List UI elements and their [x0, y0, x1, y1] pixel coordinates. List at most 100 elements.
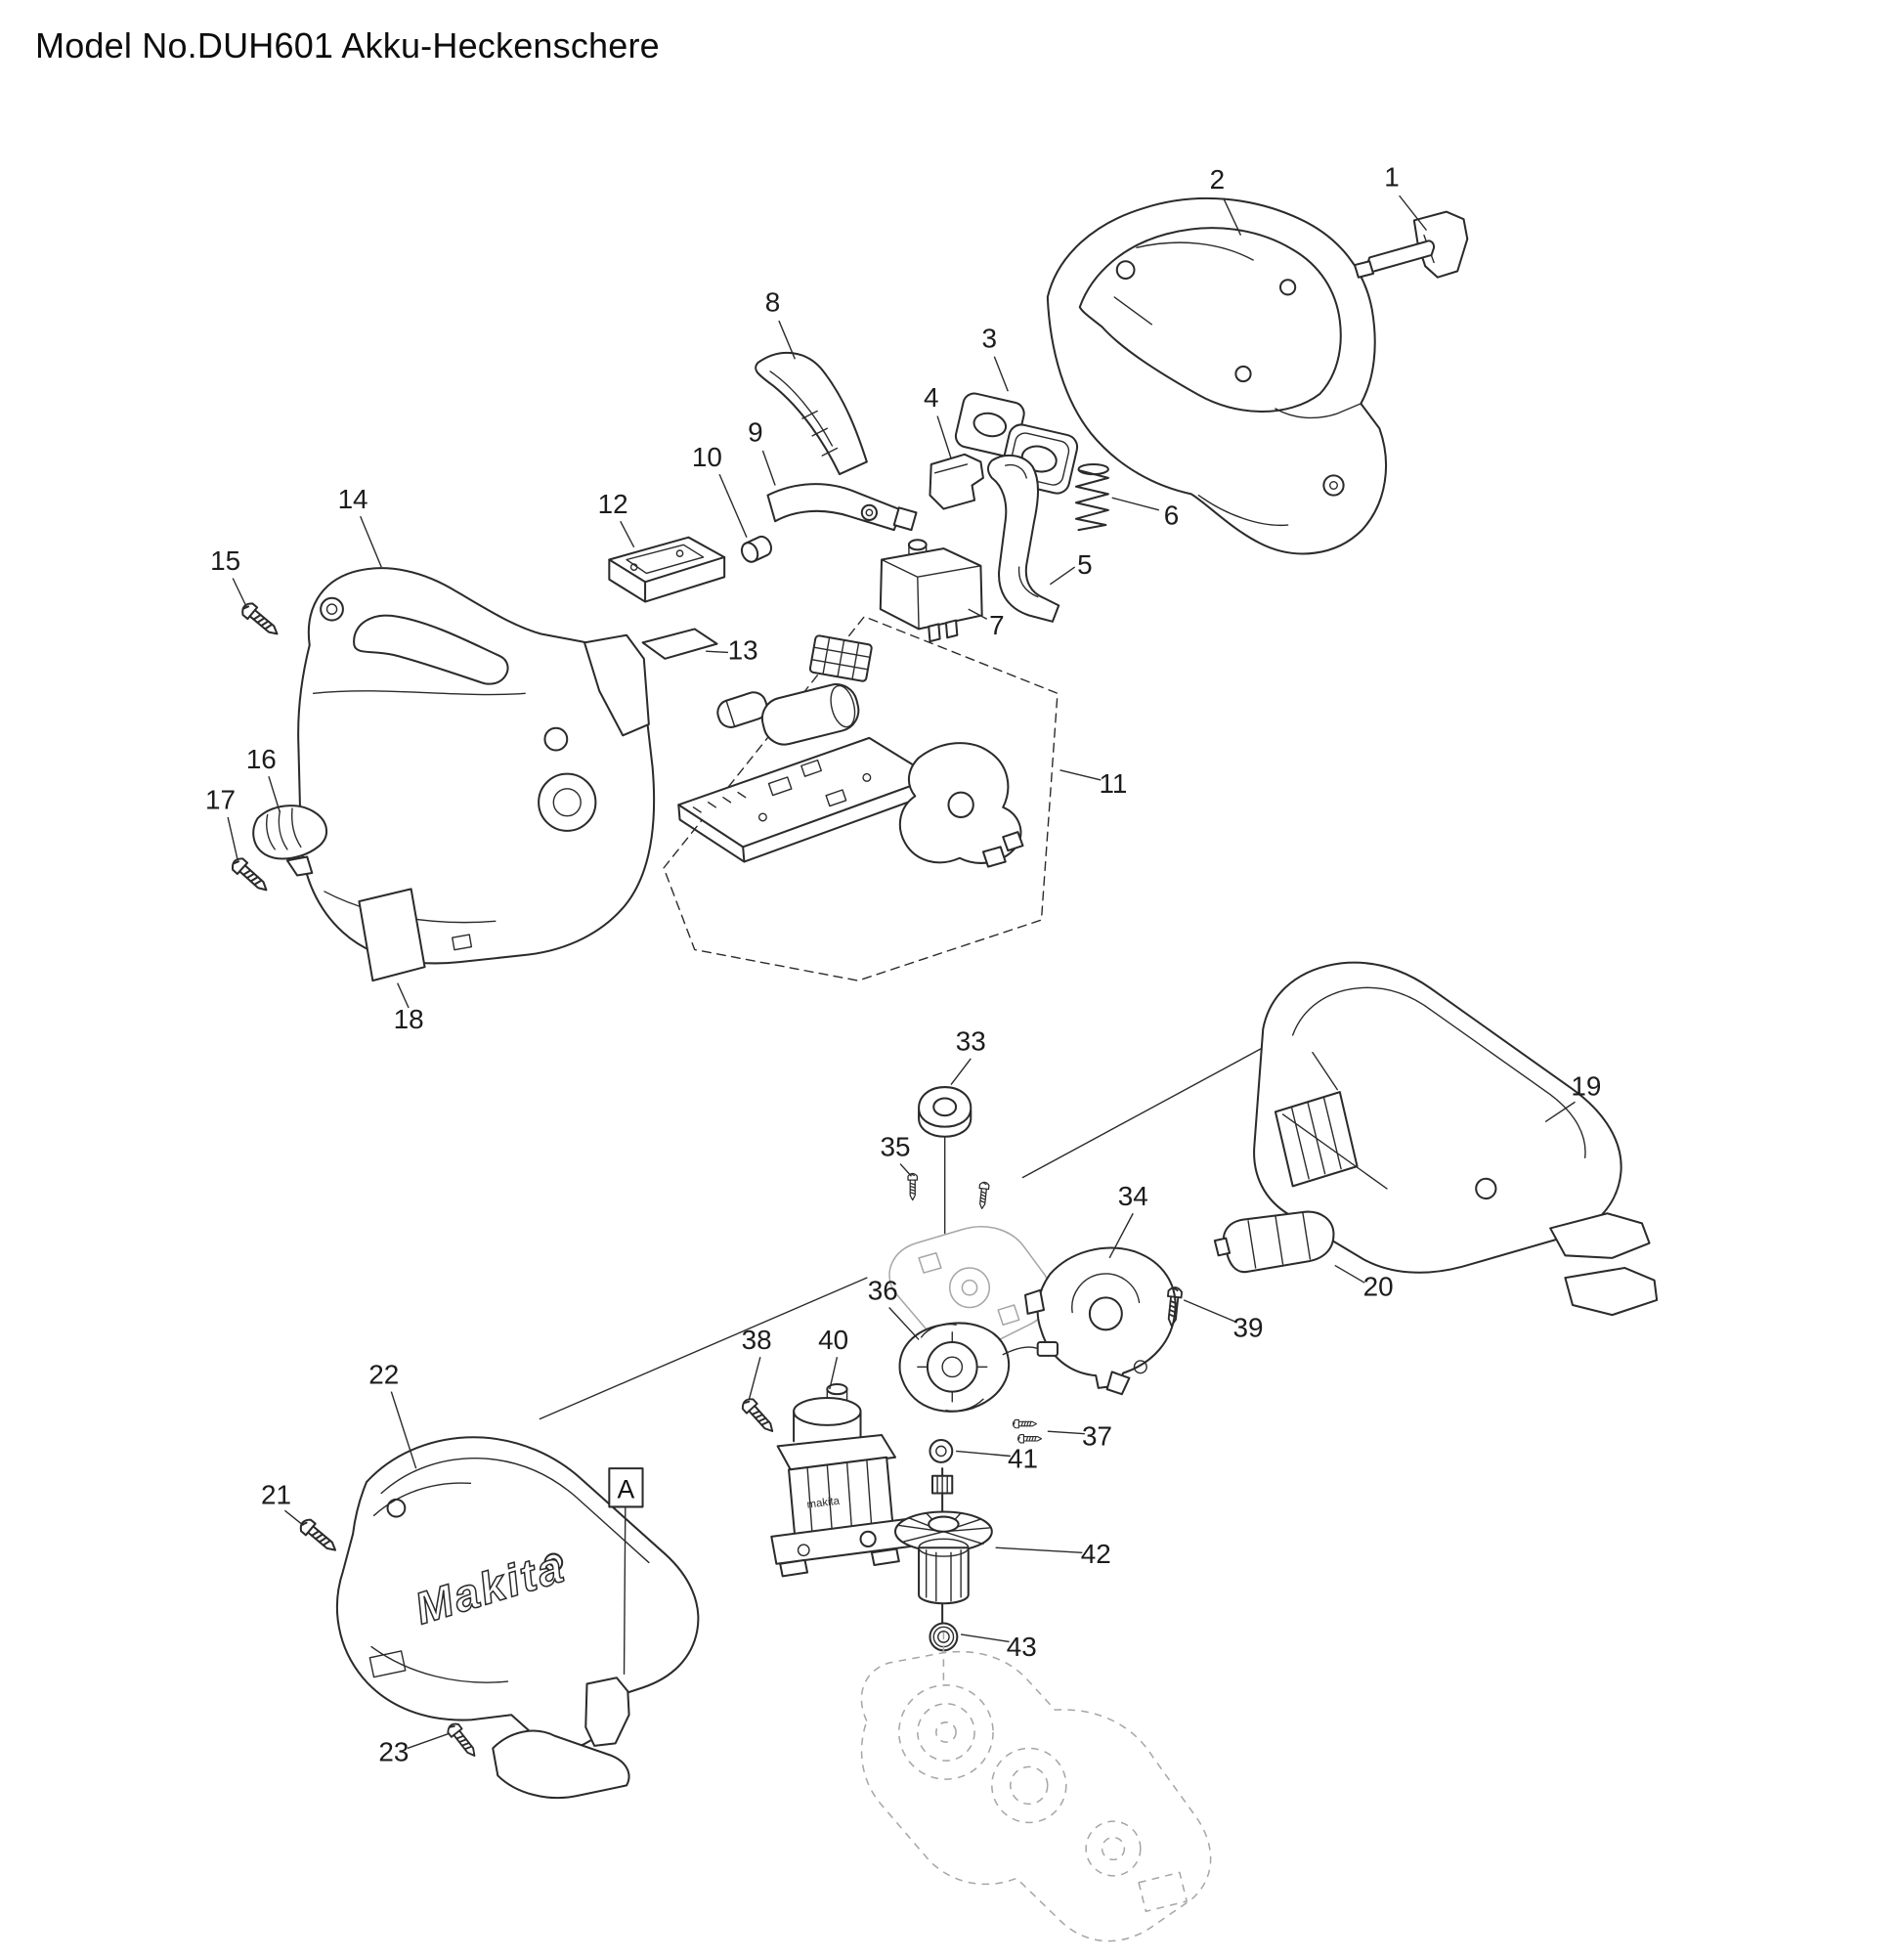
- leader-line-39: [1183, 1299, 1237, 1324]
- part-18-label: [358, 888, 426, 982]
- part-3-buttons: [954, 392, 1079, 495]
- leader-line-3: [993, 356, 1009, 392]
- part-35-screws: [907, 1172, 990, 1210]
- part-label-12: 12: [598, 489, 628, 519]
- part-label-13: 13: [728, 634, 758, 665]
- part-40-motor-bracket: makita: [770, 1383, 912, 1578]
- leader-line-15: [232, 578, 247, 607]
- part-label-36: 36: [868, 1275, 898, 1305]
- part-38-screw: [739, 1395, 779, 1437]
- part-12-plate: [608, 536, 726, 603]
- part-5-trigger: [986, 454, 1060, 623]
- part-label-17: 17: [205, 785, 236, 815]
- leader-line-19: [1544, 1101, 1576, 1123]
- leader-line-16: [268, 775, 281, 813]
- leader-line-2: [1223, 197, 1242, 236]
- part-11-controller-assembly: [663, 616, 1059, 981]
- leader-line-5: [1049, 566, 1076, 586]
- leader-line-13: [706, 650, 728, 654]
- page-title: Model No.DUH601 Akku-Heckenschere: [35, 25, 660, 65]
- part-label-7: 7: [989, 610, 1005, 640]
- part-label-34: 34: [1118, 1181, 1148, 1211]
- leader-line-23: [407, 1732, 451, 1750]
- gear-assembly-phantom: [860, 1632, 1212, 1942]
- leader-line-40: [829, 1357, 839, 1390]
- part-label-8: 8: [765, 287, 781, 318]
- part-label-41: 41: [1008, 1444, 1038, 1474]
- part-label-38: 38: [742, 1325, 772, 1355]
- part-14-housing-half: [297, 567, 656, 965]
- part-label-18: 18: [394, 1004, 424, 1034]
- part-10-pin: [740, 535, 772, 563]
- part-22-gear-cover: Makita: [336, 1436, 700, 1800]
- leader-line-35: [899, 1163, 912, 1177]
- leader-line-14: [360, 515, 382, 568]
- part-label-14: 14: [338, 484, 368, 514]
- detail-marker-a-letter: A: [618, 1475, 635, 1504]
- part-21-screw: [296, 1515, 341, 1557]
- part-label-40: 40: [818, 1325, 848, 1355]
- leader-line-38: [748, 1356, 761, 1400]
- leader-line-33: [950, 1058, 972, 1085]
- part-1-pin: [1354, 210, 1469, 279]
- part-9-lever-arm: [766, 483, 918, 532]
- leader-line-8: [778, 320, 797, 360]
- leader-line-18: [397, 982, 410, 1009]
- part-36-stator: [898, 1322, 1059, 1413]
- leader-line-1: [1399, 195, 1428, 232]
- part-label-9: 9: [748, 417, 763, 448]
- leader-line-6: [1111, 497, 1160, 511]
- part-label-6: 6: [1164, 500, 1180, 530]
- leader-line-42: [995, 1546, 1083, 1553]
- part-label-11: 11: [1100, 768, 1128, 799]
- part-16-lock-lever: [252, 805, 327, 877]
- part-42-armature: [893, 1467, 993, 1633]
- leader-line-20: [1334, 1264, 1365, 1284]
- part-label-37: 37: [1082, 1421, 1112, 1452]
- part-label-42: 42: [1081, 1539, 1111, 1569]
- part-17-screw: [228, 854, 273, 897]
- leader-line-36: [888, 1307, 920, 1340]
- leader-line-12: [620, 520, 635, 548]
- part-label-23: 23: [378, 1737, 409, 1767]
- part-label-1: 1: [1384, 162, 1400, 193]
- part-7-switch: [879, 539, 983, 643]
- leader-line-21: [283, 1509, 304, 1526]
- motor-brand-label: makita: [806, 1496, 841, 1511]
- part-33-ring: [918, 1086, 973, 1138]
- detail-marker-a: A: [608, 1467, 644, 1676]
- leader-line-11: [1059, 769, 1102, 781]
- part-label-19: 19: [1571, 1070, 1601, 1101]
- part-19-rear-housing: [1253, 961, 1659, 1317]
- leader-line-34: [1108, 1212, 1134, 1259]
- leader-line-22: [390, 1391, 417, 1469]
- part-label-20: 20: [1363, 1271, 1394, 1301]
- leader-line-10: [718, 473, 748, 538]
- part-label-22: 22: [368, 1359, 399, 1389]
- leader-line-9: [761, 450, 776, 486]
- part-label-15: 15: [210, 545, 240, 576]
- part-20-switch-unit: [1213, 1210, 1335, 1274]
- part-label-16: 16: [246, 744, 277, 774]
- part-label-39: 39: [1233, 1312, 1264, 1342]
- part-label-10: 10: [692, 442, 722, 472]
- leader-line-37: [1047, 1430, 1085, 1435]
- part-label-43: 43: [1007, 1632, 1037, 1662]
- part-labels-layer: 1234567891011121314151617181920212223333…: [205, 162, 1601, 1767]
- part-label-21: 21: [261, 1479, 291, 1509]
- part-41-bearing: [929, 1439, 954, 1463]
- part-label-2: 2: [1210, 164, 1226, 195]
- leader-line-43: [961, 1633, 1010, 1643]
- construction-lines: [539, 1036, 1282, 1420]
- part-2-housing-half: [1046, 196, 1388, 555]
- part-label-35: 35: [880, 1131, 910, 1161]
- part-13-sheet: [641, 628, 718, 660]
- part-label-33: 33: [956, 1026, 986, 1057]
- part-label-4: 4: [924, 382, 939, 413]
- part-8-lever: [755, 351, 868, 476]
- leader-line-17: [227, 816, 238, 861]
- part-label-3: 3: [982, 323, 998, 353]
- leader-line-7: [968, 608, 988, 620]
